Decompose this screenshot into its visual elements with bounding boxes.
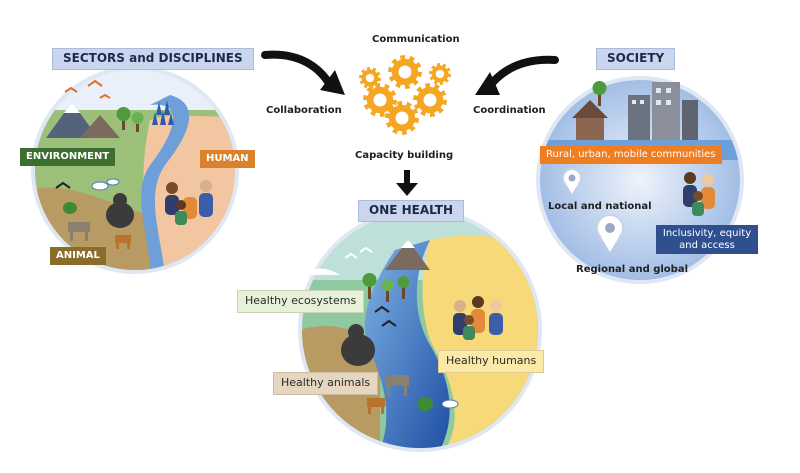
one-health-circle bbox=[298, 208, 542, 452]
healthy-ecosystems-label: Healthy ecosystems bbox=[237, 290, 364, 313]
gears-icon bbox=[359, 55, 451, 135]
sectors-circle bbox=[30, 65, 240, 275]
gear-hole bbox=[366, 74, 374, 82]
regional-global-label: Regional and global bbox=[576, 264, 688, 276]
gear-hole bbox=[396, 112, 409, 125]
environment-tag: ENVIRONMENT bbox=[20, 148, 115, 166]
arrow-left-icon bbox=[265, 55, 345, 95]
inclusivity-line-1: Inclusivity, equity bbox=[662, 228, 752, 240]
one-health-title: ONE HEALTH bbox=[358, 200, 464, 222]
coordination-label: Coordination bbox=[473, 105, 546, 117]
healthy-humans-label: Healthy humans bbox=[438, 350, 544, 373]
animal-tag: ANIMAL bbox=[50, 247, 106, 265]
arrow-down-icon bbox=[396, 170, 418, 196]
fish-icon bbox=[92, 182, 108, 190]
inclusivity-line-2: and access bbox=[662, 240, 752, 252]
capacity-building-label: Capacity building bbox=[355, 150, 453, 162]
gear-hole bbox=[436, 70, 444, 78]
communities-tag: Rural, urban, mobile communities bbox=[540, 146, 722, 164]
chicken-icon bbox=[63, 202, 77, 214]
arrow-right-icon bbox=[475, 60, 555, 95]
local-national-label: Local and national bbox=[548, 201, 652, 213]
collaboration-label: Collaboration bbox=[266, 105, 342, 117]
gear-hole bbox=[374, 94, 387, 107]
sectors-title: SECTORS and DISCIPLINES bbox=[52, 48, 254, 70]
fish-icon bbox=[107, 179, 119, 185]
gear-hole bbox=[424, 94, 437, 107]
human-tag: HUMAN bbox=[200, 150, 255, 168]
healthy-animals-label: Healthy animals bbox=[273, 372, 378, 395]
communication-label: Communication bbox=[372, 34, 460, 46]
chicken-icon bbox=[417, 397, 433, 411]
fish-icon bbox=[442, 400, 458, 408]
society-title: SOCIETY bbox=[596, 48, 675, 70]
gear-hole bbox=[399, 66, 412, 79]
inclusivity-tag: Inclusivity, equity and access bbox=[656, 225, 758, 254]
